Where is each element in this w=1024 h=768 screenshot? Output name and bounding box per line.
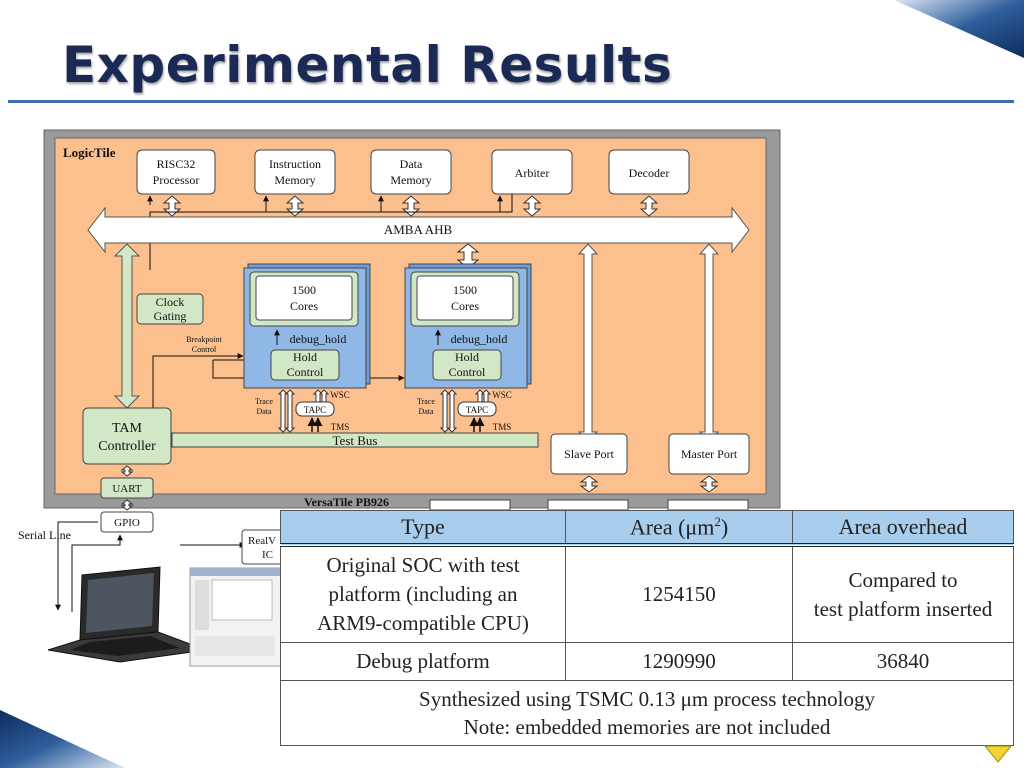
cell-type-original: Original SOC with test platform (includi… (280, 545, 566, 643)
svg-text:debug_hold: debug_hold (290, 332, 347, 346)
architecture-diagram: LogicTile RISC32 Processor Instruction M… (18, 129, 781, 667)
header-area-overhead: Area overhead (792, 510, 1014, 547)
test-bus (171, 432, 539, 448)
svg-text:1500: 1500 (453, 283, 477, 297)
header-area: Area (μm2) (565, 510, 793, 547)
svg-text:Data: Data (418, 407, 434, 416)
core-cluster-2: 1500 Cores debug_hold Hold Control (404, 263, 532, 389)
svg-text:Slave Port: Slave Port (564, 447, 614, 461)
svg-text:IC: IC (262, 549, 273, 561)
cell-overhead-debug: 36840 (792, 642, 1014, 681)
svg-text:Controller: Controller (98, 439, 156, 454)
svg-text:TMS: TMS (331, 422, 350, 432)
svg-text:Test Bus: Test Bus (333, 433, 378, 448)
svg-text:Arbiter: Arbiter (515, 166, 550, 180)
slave-port-block: Slave Port (550, 433, 628, 475)
software-screenshot (189, 567, 291, 667)
svg-text:RealV: RealV (248, 535, 276, 547)
master-port-block: Master Port (668, 433, 750, 475)
svg-text:TAPC: TAPC (466, 405, 488, 415)
results-table: Type Area (μm2) Area overhead Original S… (280, 510, 1014, 746)
top-right-corner-decoration (894, 0, 1024, 58)
svg-text:Control: Control (192, 345, 217, 354)
breakpoint-label: Breakpoint (186, 335, 222, 344)
logic-tile-label: LogicTile (63, 145, 116, 160)
laptop-image (47, 566, 207, 663)
svg-text:Trace: Trace (255, 397, 273, 406)
header-type: Type (280, 510, 566, 547)
svg-text:RISC32: RISC32 (157, 157, 196, 171)
svg-text:Master Port: Master Port (681, 447, 738, 461)
svg-text:Cores: Cores (290, 299, 318, 313)
tap-interface-1: Trace Data WSC TAPC TMS (255, 389, 350, 433)
svg-text:TMS: TMS (493, 422, 512, 432)
svg-text:Data: Data (256, 407, 272, 416)
svg-text:Hold: Hold (293, 350, 317, 364)
svg-text:WSC: WSC (330, 390, 350, 400)
svg-text:UART: UART (112, 483, 142, 495)
decoder-block: Decoder (608, 149, 690, 195)
svg-text:debug_hold: debug_hold (451, 332, 508, 346)
arbiter-block: Arbiter (491, 149, 573, 195)
cell-area-original: 1254150 (565, 545, 793, 643)
cell-area-debug: 1290990 (565, 642, 793, 681)
svg-text:Control: Control (449, 365, 486, 379)
svg-text:TAPC: TAPC (304, 405, 326, 415)
svg-text:Memory: Memory (390, 173, 431, 187)
table-header-row: Type Area (μm2) Area overhead (280, 510, 1014, 547)
core-cluster-1: 1500 Cores debug_hold Hold Control (243, 263, 371, 389)
cell-overhead-original: Compared to test platform inserted (792, 545, 1014, 643)
gpio-block: GPIO (100, 511, 154, 533)
svg-text:Cores: Cores (451, 299, 479, 313)
svg-text:Data: Data (400, 157, 423, 171)
uart-block: UART (100, 477, 154, 499)
svg-text:Instruction: Instruction (269, 157, 321, 171)
svg-text:Decoder: Decoder (629, 166, 670, 180)
risc32-processor-block: RISC32 Processor (136, 149, 216, 195)
table-note-row: Synthesized using TSMC 0.13 μm process t… (281, 681, 1014, 746)
svg-text:Processor: Processor (153, 173, 200, 187)
next-slide-arrow-icon[interactable] (983, 742, 1017, 764)
cell-type-debug: Debug platform (280, 642, 566, 681)
tam-controller-block: TAM Controller (82, 407, 172, 465)
table-row: Debug platform 1290990 36840 (280, 642, 1014, 681)
top-bus-connectors (162, 195, 659, 217)
data-memory-block: Data Memory (370, 149, 452, 195)
svg-text:Clock: Clock (156, 295, 185, 309)
table-note: Synthesized using TSMC 0.13 μm process t… (419, 687, 875, 739)
versatile-label: VersaTile PB926 (304, 495, 389, 509)
svg-text:AMBA AHB: AMBA AHB (384, 222, 453, 237)
amba-ahb-bus (87, 206, 750, 254)
svg-text:Memory: Memory (274, 173, 315, 187)
serial-line-label: Serial Line (18, 528, 71, 542)
svg-text:TAM: TAM (112, 421, 143, 436)
table-row: Original SOC with test platform (includi… (280, 545, 1014, 643)
tap-interface-2: Trace Data WSC TAPC TMS (417, 389, 512, 433)
svg-text:Control: Control (287, 365, 324, 379)
svg-text:Hold: Hold (455, 350, 479, 364)
svg-text:1500: 1500 (292, 283, 316, 297)
svg-text:GPIO: GPIO (114, 517, 140, 529)
svg-text:Trace: Trace (417, 397, 435, 406)
slide-title: Experimental Results (62, 36, 673, 94)
clock-gating-block: Clock Gating (136, 293, 204, 325)
svg-text:Gating: Gating (154, 309, 187, 323)
svg-text:WSC: WSC (492, 390, 512, 400)
title-underline (8, 100, 1014, 103)
bottom-left-corner-decoration (0, 710, 125, 768)
instruction-memory-block: Instruction Memory (254, 149, 336, 195)
